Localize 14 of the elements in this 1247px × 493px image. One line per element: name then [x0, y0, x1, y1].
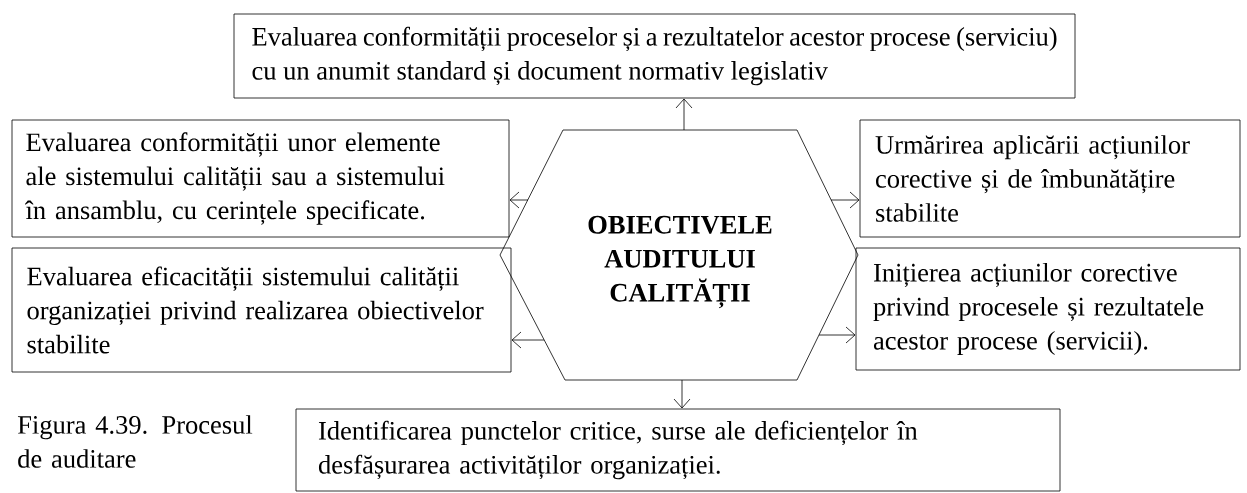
text-box: Evaluarea eficacității sistemului calității organizației privind realizarea obiectivelor stabilite: [11, 247, 512, 373]
hexagon: OBIECTIVELE AUDITULUI CALITĂȚII: [499, 129, 859, 381]
text-box: Inițierea acțiunilor corective privind procesele și rezultatele acestor procese (servicii).: [855, 247, 1241, 371]
arrow: [509, 191, 529, 209]
figure-caption: Figura 4.39. Procesul de auditare: [17, 415, 253, 468]
arrow: [675, 98, 693, 131]
arrow: [830, 191, 860, 209]
text-box: Urmărirea aplicării acțiunilor corective și de îmbunătățire stabilite: [859, 119, 1241, 238]
arrow: [673, 379, 691, 409]
arrow: [818, 326, 856, 344]
text-box: Identificarea punctelor critice, surse ale deficiențelor în desfășurarea activităților organizației.: [295, 408, 1061, 492]
arrow: [511, 331, 545, 349]
text-box: Evaluarea conformității proceselor și a rezultatelor acestor procese (serviciu) cu un anumit standard și document normativ legislativ: [233, 13, 1076, 99]
text-box: Evaluarea conformității unor elemente ale sistemului calității sau a sistemului în ansamblu, cu cerințele specificate.: [11, 119, 510, 238]
